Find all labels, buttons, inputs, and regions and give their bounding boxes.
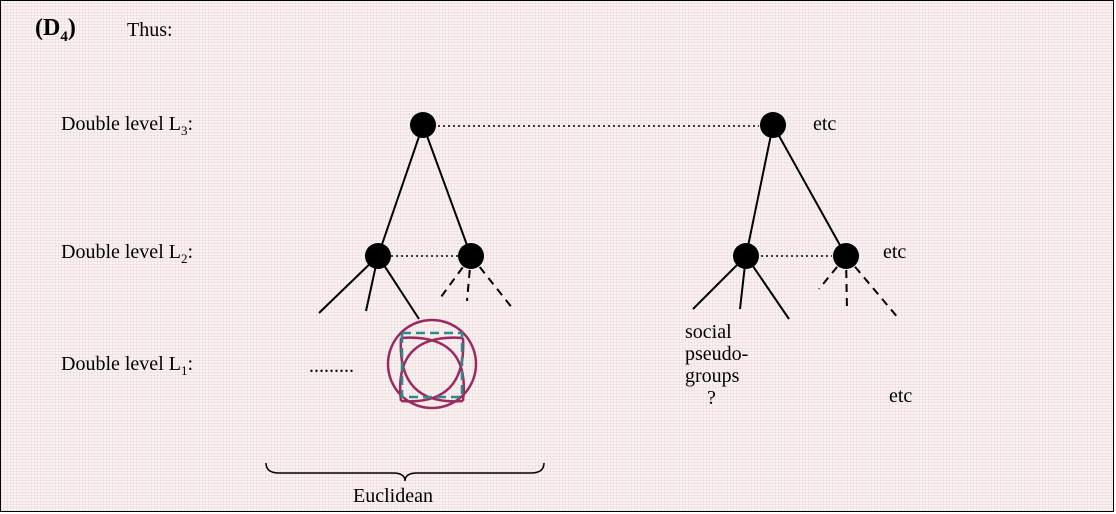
level-label-l2: Double level L2: — [61, 241, 193, 270]
node-l2-3 — [733, 243, 759, 269]
symbol-outer-circle — [386, 318, 478, 410]
social-label-line1: social — [685, 321, 732, 343]
symbol-arc-2 — [398, 336, 464, 402]
symbol-dashed-square — [400, 331, 464, 399]
edge-l2d-branch-2 — [845, 255, 848, 312]
etc-l3: etc — [813, 113, 837, 135]
etc-l1: etc — [889, 385, 913, 407]
level-label-l2-prefix: Double level L — [61, 241, 181, 263]
social-label-line3: groups — [685, 365, 740, 387]
node-l3-right — [760, 112, 786, 138]
euclidean-label: Euclidean — [353, 485, 433, 507]
level-label-l3: Double level L3: — [61, 113, 193, 142]
euclidean-brace — [265, 462, 545, 482]
level-label-l1-suffix: : — [187, 353, 194, 375]
etc-l2: etc — [883, 241, 907, 263]
intro-text: Thus: — [127, 19, 173, 41]
level-label-l2-sub: 2 — [180, 251, 188, 266]
node-l2-4 — [833, 243, 859, 269]
level-label-l1-prefix: Double level L — [61, 353, 181, 375]
edge-l3a-l2a — [377, 124, 424, 257]
node-l3-left — [410, 112, 436, 138]
edge-l2b-branch-1 — [440, 255, 472, 298]
dots-l1: ......... — [309, 355, 354, 377]
symbol-arc-4 — [400, 337, 465, 403]
level-label-l1-sub: 1 — [180, 363, 188, 378]
edge-l2b-branch-3 — [470, 255, 514, 310]
figure-label-subscript: 4 — [60, 28, 68, 45]
node-l2-1 — [365, 243, 391, 269]
figure-label-letter: D — [43, 15, 61, 41]
euclidean-symbol — [386, 318, 478, 410]
level-label-l3-sub: 3 — [180, 123, 188, 138]
level-label-l3-suffix: : — [187, 113, 194, 135]
edge-l3b-l2c — [745, 124, 774, 257]
figure-label: (D4) — [35, 15, 76, 45]
edge-l3b-l2d — [772, 124, 847, 257]
edge-l3a-l2b — [422, 124, 472, 257]
node-l2-2 — [458, 243, 484, 269]
symbol-arc-1 — [400, 336, 466, 402]
symbol-arc-3 — [399, 337, 464, 403]
level-label-l2-suffix: : — [187, 241, 194, 263]
level-label-l1: Double level L1: — [61, 353, 193, 382]
edge-l2a-branch-1 — [318, 255, 379, 314]
social-label-question: ? — [707, 387, 716, 409]
social-label-line2: pseudo- — [685, 343, 749, 365]
level-label-l3-prefix: Double level L — [61, 113, 181, 135]
